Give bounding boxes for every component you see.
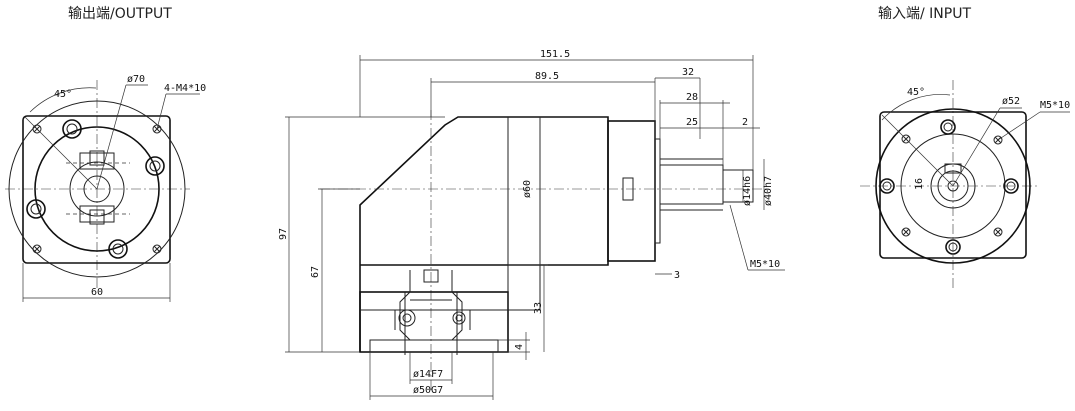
output-diameter-label: ø70	[127, 74, 145, 85]
output-width-label: 60	[91, 287, 103, 298]
output-end-view: 45° ø70 4-M4*10 60	[5, 74, 206, 302]
length-2-label: 2	[742, 117, 748, 128]
input-side-title: 输入端/ INPUT	[878, 6, 972, 22]
length-28-label: 28	[686, 92, 698, 103]
dim-4-label: 4	[514, 344, 525, 350]
input-thread-label: M5*10	[750, 259, 780, 270]
input-angle-label: 45°	[907, 87, 925, 98]
shaft-diameter-label: ø14h6	[742, 176, 753, 206]
side-view: 151.5 89.5 32 28 25 2 ø60 ø14h6 ø40h7 M5…	[278, 49, 785, 400]
length-89-label: 89.5	[535, 71, 559, 82]
bore-diameter-label: ø14F7	[413, 369, 443, 380]
output-bolt-label: 4-M4*10	[164, 83, 206, 94]
output-side-title: 输出端/OUTPUT	[68, 6, 172, 22]
height-33-label: 33	[533, 302, 544, 314]
height-97-label: 97	[278, 228, 289, 240]
input-end-view: 45° ø52 M5*10 16	[860, 80, 1070, 290]
input-thread-spec-label: M5*10	[1040, 100, 1070, 111]
body-diameter-label: ø60	[522, 180, 533, 198]
length-32-label: 32	[682, 67, 694, 78]
length-25-label: 25	[686, 117, 698, 128]
dim-3-label: 3	[674, 270, 680, 281]
key-height-label: 16	[914, 178, 925, 190]
output-angle-label: 45°	[54, 89, 72, 100]
height-67-label: 67	[310, 266, 321, 278]
input-diameter-label: ø52	[1002, 96, 1020, 107]
output-pilot-label: ø50G7	[413, 385, 443, 396]
total-length-label: 151.5	[540, 49, 570, 60]
pilot-diameter-label: ø40h7	[763, 176, 774, 206]
